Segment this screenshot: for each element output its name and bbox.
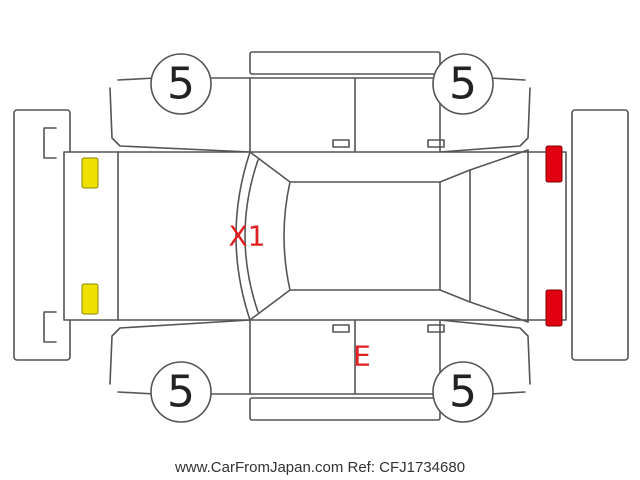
- tire-rear-right-grade: 5: [449, 367, 477, 418]
- front-bumper: [13, 109, 71, 361]
- tire-rear-left: 5: [432, 53, 494, 115]
- windshield: [235, 151, 291, 321]
- tire-front-left-grade: 5: [167, 59, 195, 110]
- tire-rear-left-grade: 5: [449, 59, 477, 110]
- tire-front-right-grade: 5: [167, 367, 195, 418]
- damage-code-lower-door: E: [353, 340, 371, 373]
- tire-rear-right: 5: [432, 361, 494, 423]
- footer-reference: www.CarFromJapan.com Ref: CFJ1734680: [174, 459, 465, 476]
- taillight-right: [545, 289, 563, 327]
- rear-window: [439, 169, 471, 303]
- damage-code-windshield: X1: [229, 220, 266, 253]
- taillight-left: [545, 145, 563, 183]
- headlight-right: [81, 283, 99, 315]
- tire-front-right: 5: [150, 361, 212, 423]
- headlight-left: [81, 157, 99, 189]
- rear-bumper: [571, 109, 629, 361]
- car-body-top-view: [63, 149, 567, 323]
- roof: [289, 181, 441, 291]
- tire-front-left: 5: [150, 53, 212, 115]
